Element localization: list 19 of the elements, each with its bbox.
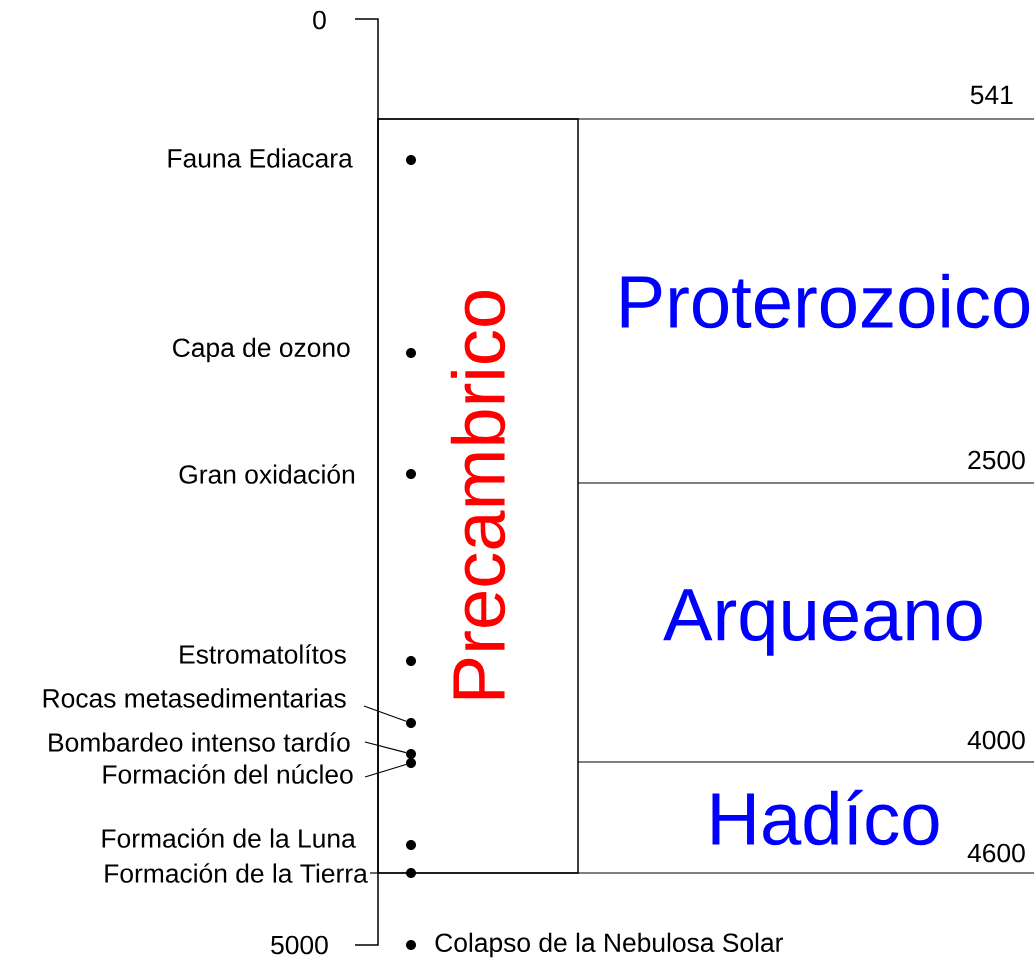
leader-line [363,705,407,722]
leader-line [364,763,407,778]
event-label: Formación del núcleo [103,764,353,784]
event-label: Formación de la Luna [102,828,356,848]
event-label: Gran oxidación [179,464,355,484]
scale-value: 0 [313,10,326,30]
scale-value: 4600 [967,843,1025,863]
event-label: Capa de ozono [173,337,350,363]
scale-value: 4000 [967,730,1025,750]
scale-value: 5000 [271,935,328,955]
event-label: Bombardeo intenso tardío [49,732,350,752]
event-label: Fauna Ediacara [168,148,353,168]
event-label: Estromatolítos [180,644,346,664]
leader-line [364,741,407,754]
event-label: Formación de la Tierra [105,863,368,883]
period-box: Precambrico [377,118,579,874]
event-label: Rocas metasedimentarias [43,688,346,708]
event-label: Colapso de la Nebulosa Solar [435,932,783,958]
eon-band: Arqueano [577,482,1034,656]
